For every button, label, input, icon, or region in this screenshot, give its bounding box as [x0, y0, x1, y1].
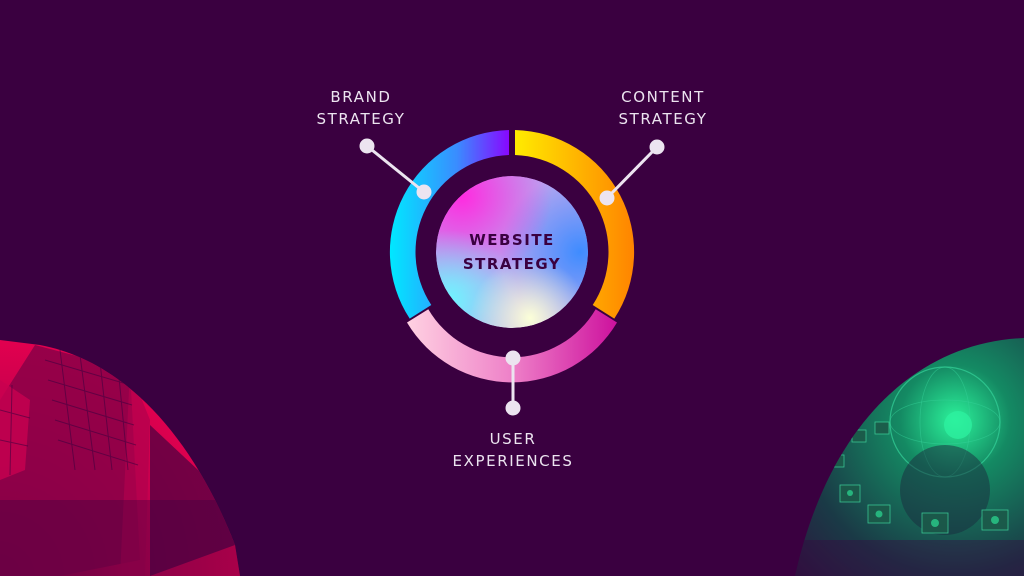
label-content-line2: STRATEGY — [618, 110, 708, 128]
label-user-line2: EXPERIENCES — [452, 452, 574, 470]
building-photo — [0, 340, 240, 576]
label-content-strategy: CONTENT STRATEGY — [603, 86, 723, 130]
center-title-line1: WEBSITE — [469, 231, 555, 249]
label-brand-strategy: BRAND STRATEGY — [301, 86, 421, 130]
connector-user-experiences — [505, 350, 521, 416]
label-brand-line1: BRAND — [330, 88, 392, 106]
label-brand-line2: STRATEGY — [316, 110, 406, 128]
connector-content — [599, 139, 665, 206]
ring-segment-brand — [389, 130, 509, 319]
label-user-line1: USER — [489, 430, 537, 448]
globe-network-photo — [795, 338, 1024, 576]
label-content-line1: CONTENT — [621, 88, 705, 106]
label-user-experiences: USER EXPERIENCES — [443, 428, 583, 472]
ring-segment-content — [515, 130, 635, 319]
center-disc — [436, 176, 588, 328]
ring-segment-user-experiences — [407, 309, 617, 383]
center-title-line2: STRATEGY — [462, 255, 562, 273]
connector-brand — [359, 138, 432, 200]
center-title: WEBSITE STRATEGY — [437, 228, 587, 276]
